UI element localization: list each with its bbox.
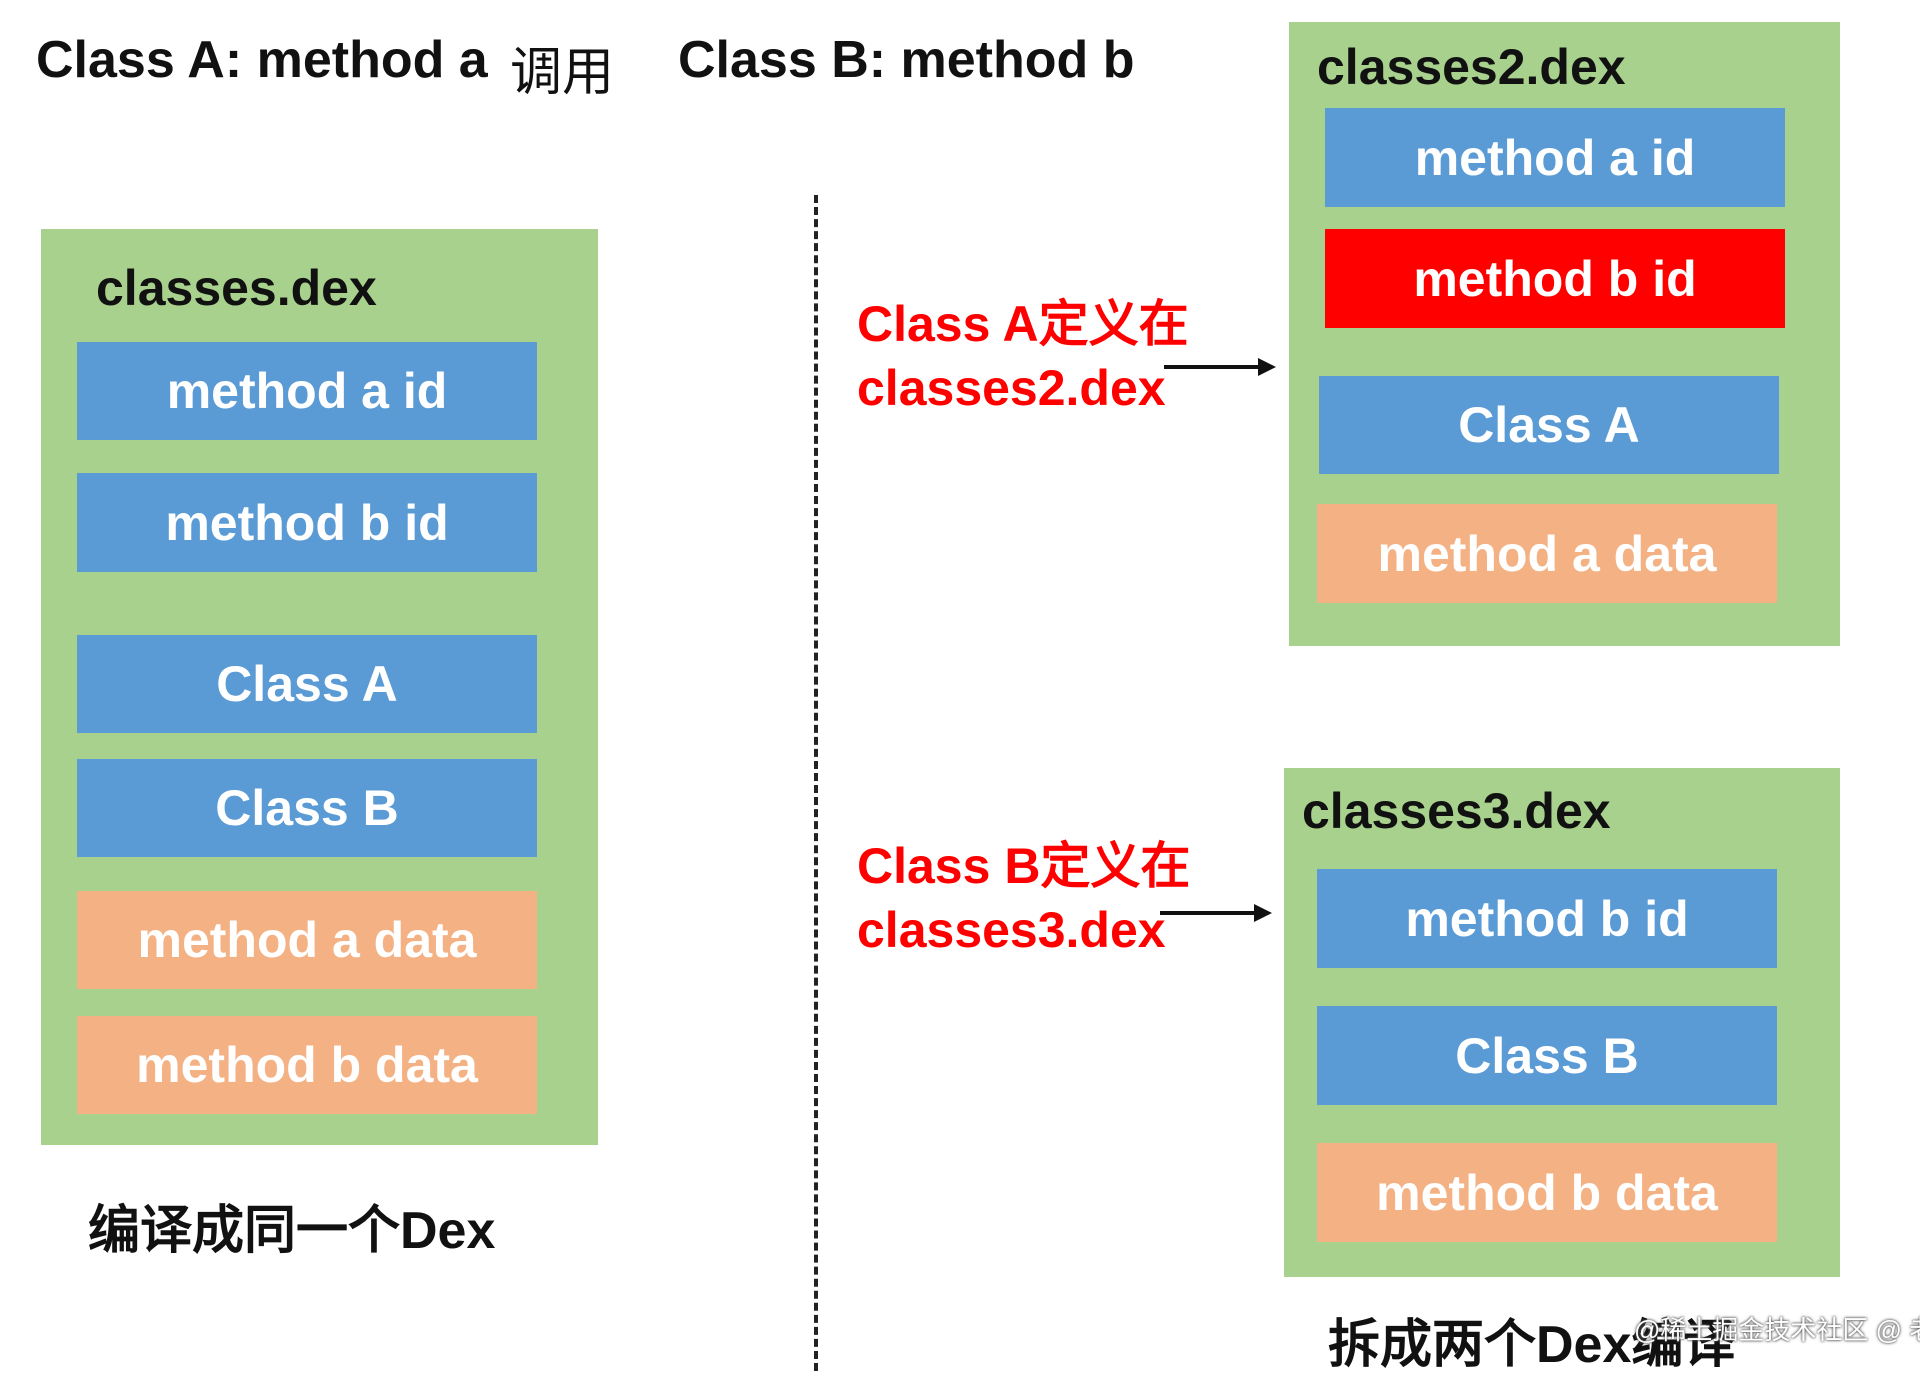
note-class-b: Class B定义在 classes3.dex [857, 834, 1190, 962]
classes2-dex-title: classes2.dex [1317, 39, 1626, 95]
note-class-b-line1: Class B定义在 [857, 838, 1191, 894]
classes3-dex-class-b: Class B [1317, 1006, 1777, 1105]
classes-dex-title: classes.dex [96, 260, 377, 316]
classes3-dex-container: classes3.dex method b id Class B method … [1284, 768, 1840, 1277]
note-class-a: Class A定义在 classes2.dex [857, 292, 1189, 420]
classes3-dex-title: classes3.dex [1302, 783, 1611, 839]
header-class-a: Class A: method a [36, 31, 488, 89]
note-class-b-line2: classes3.dex [857, 902, 1166, 958]
classes2-dex-method-b-id: method b id [1325, 229, 1785, 328]
header-call-label: 调用 [510, 44, 615, 102]
classes-dex-method-a-data: method a data [77, 891, 537, 989]
split-dex-caption: 拆成两个Dex编译 [1328, 1316, 1736, 1374]
classes2-dex-method-a-data: method a data [1317, 504, 1777, 603]
arrow-to-classes2 [1164, 358, 1276, 376]
arrow-to-classes3 [1160, 904, 1272, 922]
classes2-dex-method-a-id: method a id [1325, 108, 1785, 207]
note-class-a-line1: Class A定义在 [857, 296, 1189, 352]
classes3-dex-method-b-id: method b id [1317, 869, 1777, 968]
classes-dex-method-b-data: method b data [77, 1016, 537, 1114]
classes-dex-method-a-id: method a id [77, 342, 537, 440]
classes3-dex-method-b-data: method b data [1317, 1143, 1777, 1242]
dashed-divider [814, 195, 818, 1371]
classes-dex-class-a: Class A [77, 635, 537, 733]
note-class-a-line2: classes2.dex [857, 360, 1166, 416]
classes-dex-class-b: Class B [77, 759, 537, 857]
classes-dex-container: classes.dex method a id method b id Clas… [41, 229, 598, 1145]
classes-dex-method-b-id: method b id [77, 473, 537, 572]
watermark: @稀土掘金技术社区 @ 老A说 [1634, 1315, 1920, 1345]
single-dex-caption: 编译成同一个Dex [88, 1202, 496, 1260]
header-class-b: Class B: method b [678, 31, 1135, 89]
classes2-dex-class-a: Class A [1319, 376, 1779, 474]
classes2-dex-container: classes2.dex method a id method b id Cla… [1289, 22, 1840, 646]
